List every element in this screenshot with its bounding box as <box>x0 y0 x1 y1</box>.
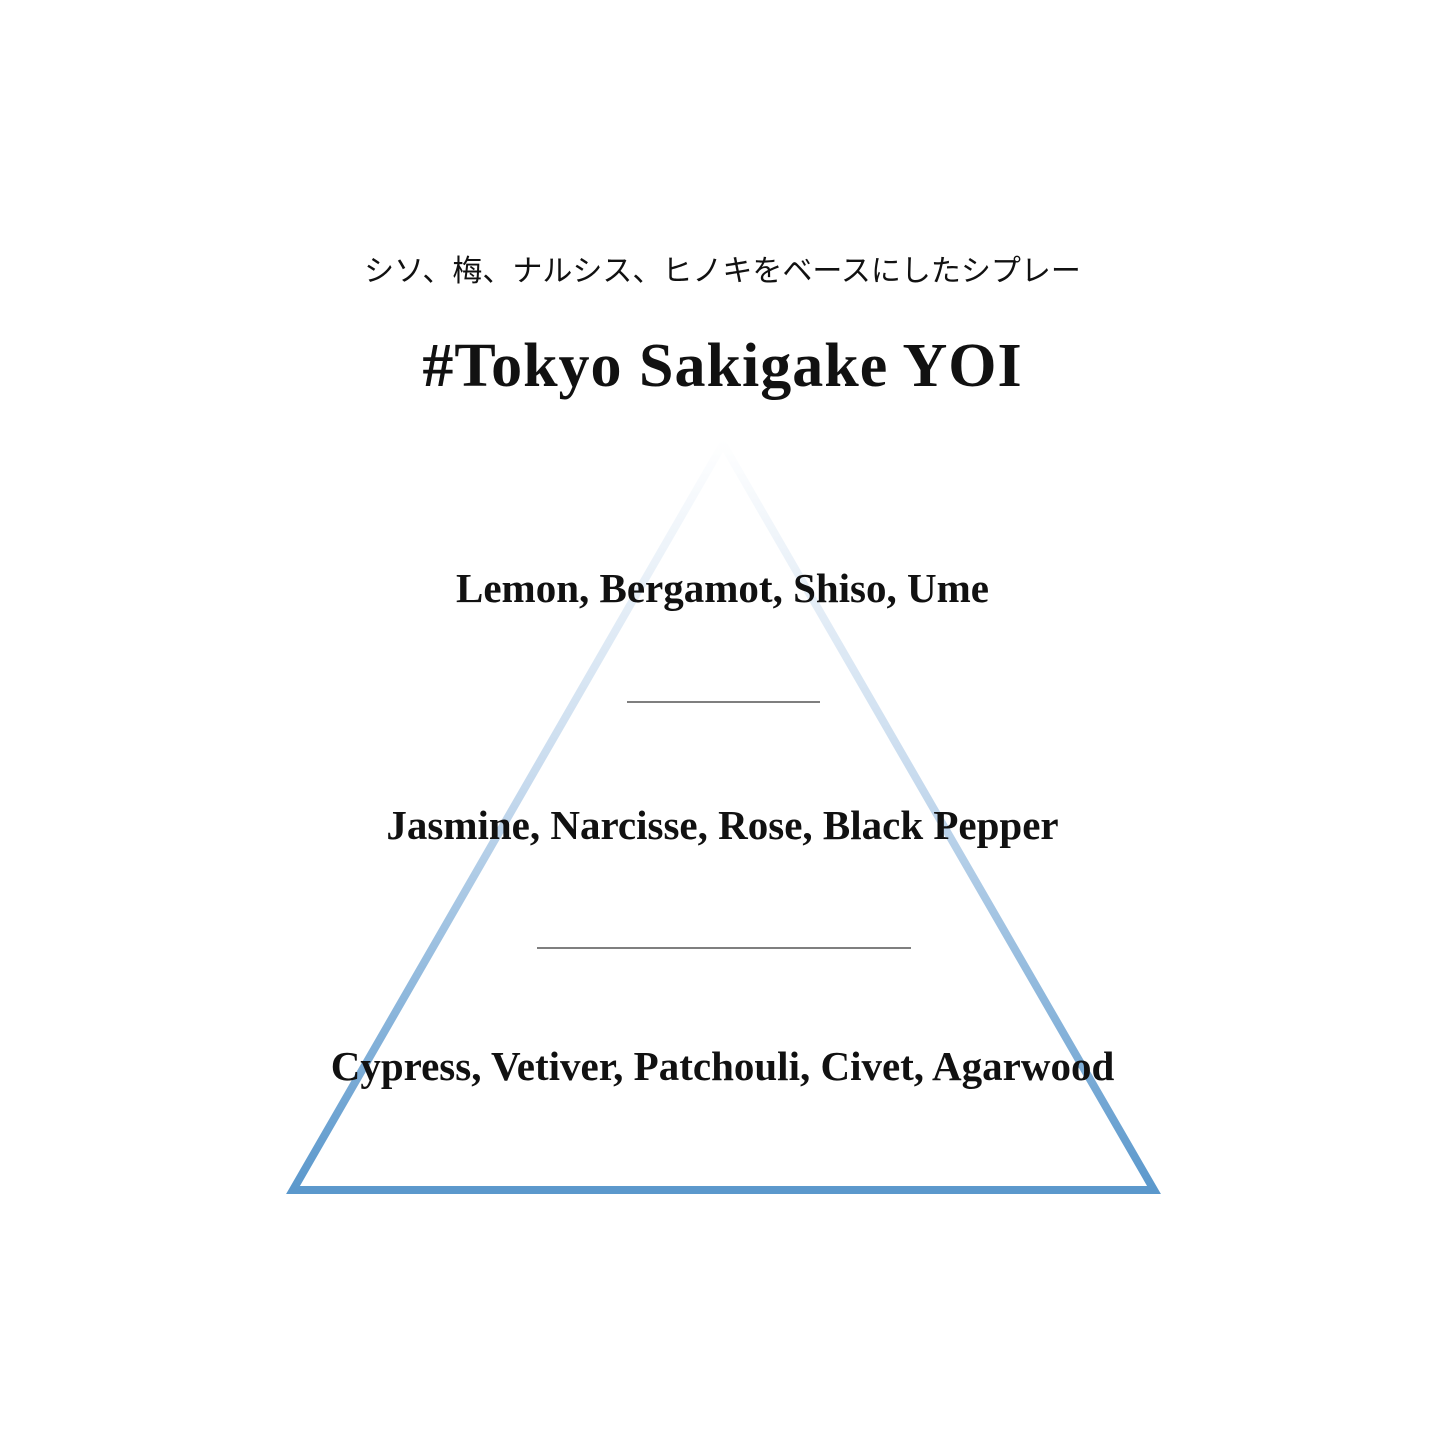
fragrance-title: #Tokyo Sakigake YOI <box>422 332 1023 400</box>
middle-notes: Jasmine, Narcisse, Rose, Black Pepper <box>386 802 1059 848</box>
pyramid-triangle-outline <box>286 435 1161 1194</box>
base-notes: Cypress, Vetiver, Patchouli, Civet, Agar… <box>330 1043 1115 1089</box>
fragrance-description: シソ、梅、ナルシス、ヒノキをベースにしたシプレー <box>364 254 1081 289</box>
top-notes: Lemon, Bergamot, Shiso, Ume <box>456 565 989 611</box>
